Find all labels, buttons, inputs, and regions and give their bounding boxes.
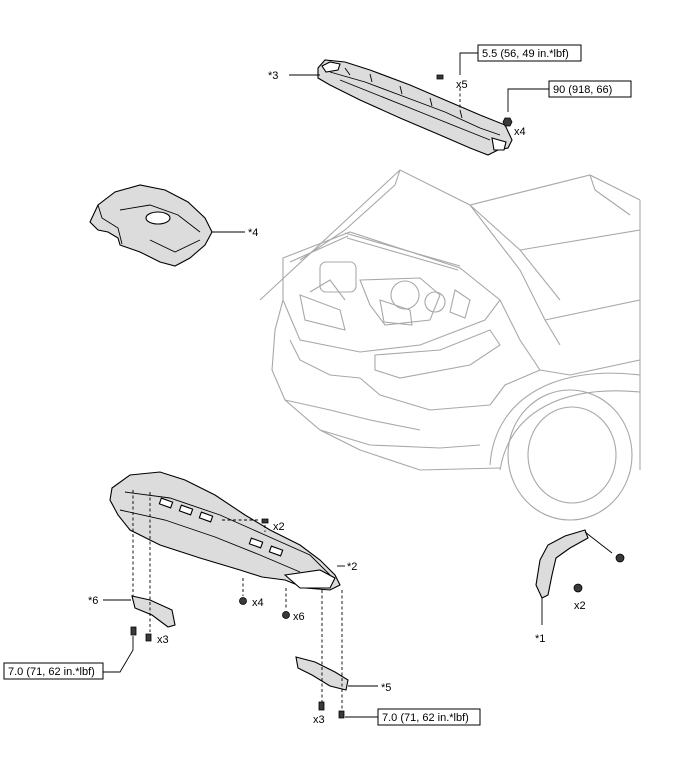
torque-box-cowl-bolt: 5.5 (56, 49 in.*lbf) (459, 44, 582, 75)
callout-part4: *4 (248, 227, 258, 239)
qty-undercover-mid: x4 (252, 597, 264, 609)
qty-cowl-nut: x4 (514, 126, 526, 138)
undercover-bolt-icon (261, 518, 269, 524)
vehicle-outline (259, 169, 641, 521)
callout-part2: *2 (347, 561, 357, 573)
callout-part5: *5 (381, 682, 391, 694)
undercover-right-bolt-icon (282, 611, 290, 619)
side-bracket-part1 (535, 529, 625, 625)
bracket-part5 (295, 656, 378, 691)
cowl-nut-icon (502, 117, 513, 127)
qty-side-bracket: x2 (574, 600, 586, 612)
torque-box-cowl-nut: 90 (918, 66) (507, 80, 632, 112)
torque-box-guard-left: 7.0 (71, 62 in.*lbf) (3, 662, 104, 680)
bracket-part6 (103, 595, 176, 628)
torque-cowl-bolt-text: 5.5 (56, 49 in.*lbf) (482, 48, 569, 60)
undercover-part2 (109, 471, 345, 591)
bottom-bracket-bolt-icon (318, 701, 325, 711)
callout-part6: *6 (88, 595, 98, 607)
cowl-panel-part3 (289, 59, 513, 156)
fasteners (103, 74, 513, 719)
engine-cover-part4 (89, 184, 245, 267)
torque-cowl-nut-text: 90 (918, 66) (553, 84, 612, 96)
torque-guard-bottom-text: 7.0 (71, 62 in.*lbf) (382, 712, 469, 724)
qty-undercover-top: x2 (273, 521, 285, 533)
callout-part3: *3 (268, 70, 278, 82)
qty-undercover-right: x6 (293, 611, 305, 623)
torque-guard-left-text: 7.0 (71, 62 in.*lbf) (8, 666, 95, 678)
left-bracket-bolt-icon (130, 626, 137, 636)
torque-box-guard-bottom: 7.0 (71, 62 in.*lbf) (377, 708, 481, 726)
callout-part1: *1 (535, 633, 545, 645)
qty-bottom-bracket: x3 (313, 714, 325, 726)
qty-left-bracket: x3 (157, 634, 169, 646)
qty-cowl-bolt: x5 (456, 79, 468, 91)
cowl-bolt-icon (436, 74, 444, 80)
undercover-mid-bolt-icon (239, 597, 247, 605)
